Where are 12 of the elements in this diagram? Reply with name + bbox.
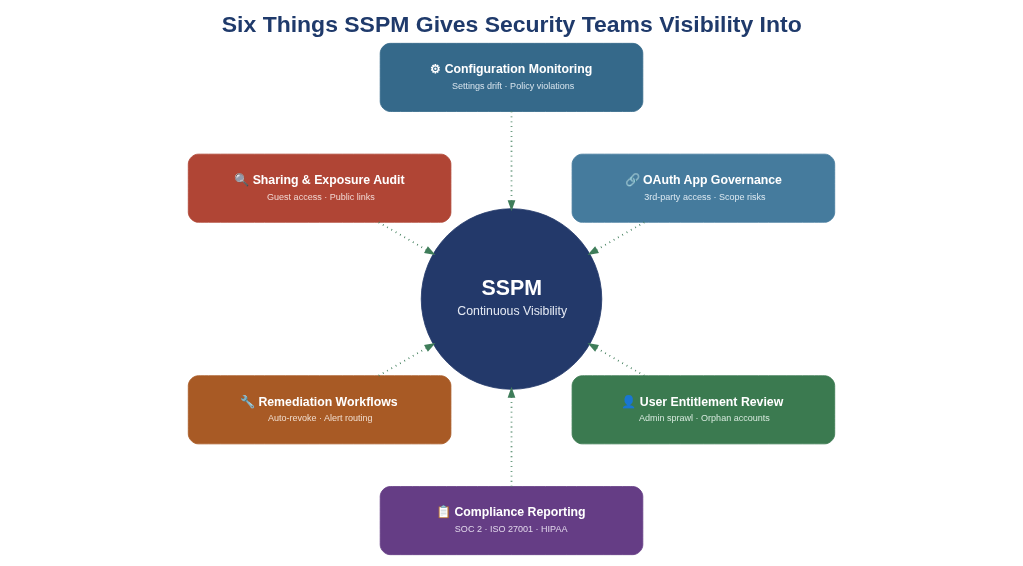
diagram-title: Six Things SSPM Gives Security Teams Visibility Into — [221, 11, 802, 38]
node-box: 🔧 Remediation Workflows Auto-revoke · Alert routing — [187, 375, 452, 445]
arrow — [377, 221, 436, 256]
node-box: 👤 User Entitlement Review Admin sprawl · Orphan accounts — [571, 375, 836, 445]
node-box: ⚙ Configuration Monitoring Settings drift · Policy violations — [379, 42, 644, 112]
node-box: 🔍 Sharing & Exposure Audit Guest access · Public links — [187, 153, 452, 223]
node-circle: SSPM Continuous Visibility — [420, 208, 603, 390]
node-box: 📋 Compliance Reporting SOC 2 · ISO 27001 · HIPAA — [379, 486, 644, 556]
node-box: 🔗 OAuth App Governance 3rd-party access · Scope risks — [571, 153, 836, 223]
arrow — [377, 342, 436, 377]
arrow — [587, 221, 646, 256]
arrow — [587, 342, 646, 377]
